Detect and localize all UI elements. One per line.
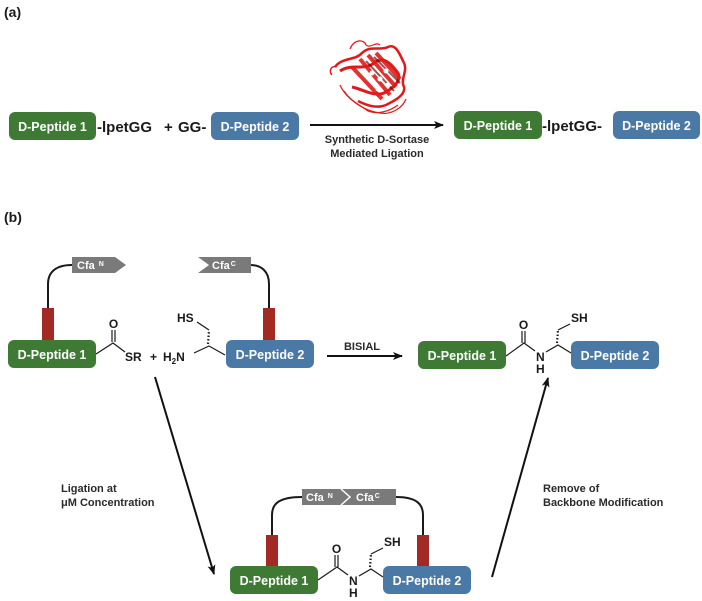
reactant2: H2N HS D-Peptide 2 CfaC [163, 257, 314, 368]
peptide2-box [211, 112, 299, 140]
panel-a-reactant-peptide1: D-Peptide 1 [9, 112, 96, 140]
tag-bar-2 [263, 308, 275, 340]
int-peptide1-box [230, 566, 318, 594]
product-peptide2-label: D-Peptide 2 [622, 119, 691, 133]
ligation-diagonal-arrow [154, 376, 216, 575]
int-peptide2-box [383, 566, 471, 594]
int-cfa-c-label: CfaC [356, 492, 380, 504]
int-carbonyl [334, 555, 339, 567]
reactant2-peptide-box [226, 340, 314, 368]
int-peptide1-label: D-Peptide 1 [240, 574, 309, 588]
panel-a-reactant-peptide2: D-Peptide 2 [211, 112, 299, 140]
peptide2-label: D-Peptide 2 [221, 120, 290, 134]
product-peptide1-box [454, 111, 542, 139]
linker-2 [249, 264, 270, 308]
amide-bond [505, 342, 536, 357]
reactant2-peptide-label: D-Peptide 2 [236, 348, 305, 362]
reactant1-peptide-box [8, 340, 96, 368]
cfa-n-tag [72, 257, 126, 273]
panel-a-label: (a) [4, 4, 21, 20]
int-peptide2-label: D-Peptide 2 [393, 574, 462, 588]
hashed-wedge [206, 329, 211, 345]
int-tag-bar-1 [266, 535, 278, 569]
int-cfa-n-tag [302, 489, 350, 505]
plus-sign: + [164, 119, 173, 136]
product-hashed-wedge [555, 329, 560, 344]
int-alpha-bonds [358, 568, 384, 578]
protein-ribbon-icon [329, 40, 407, 114]
left-arrow-line1: Ligation at [61, 483, 117, 495]
product-peptide2-box [613, 111, 700, 139]
gg-motif: GG- [178, 119, 206, 136]
reactant1-peptide-label: D-Peptide 1 [18, 348, 87, 362]
product-ch2-bond [557, 323, 571, 331]
atom-o: O [109, 317, 118, 331]
product-peptide2-label-b: D-Peptide 2 [581, 349, 650, 363]
product-peptide2-box-b [571, 341, 659, 369]
bisial-label: BISIAL [344, 341, 380, 353]
panel-b-label: (b) [4, 209, 22, 225]
cfa-c-tag [198, 257, 251, 273]
carbonyl-double-bond [111, 330, 116, 342]
int-linker-2 [395, 496, 424, 535]
panel-a-product-peptide1: D-Peptide 1 [454, 111, 542, 139]
product-alpha-bonds [545, 344, 572, 354]
int-atom-sh: SH [384, 535, 401, 549]
product-atom-n: N [536, 350, 545, 364]
ch2-bond [196, 321, 210, 331]
int-linker-1 [271, 496, 303, 535]
peptide1-box [9, 112, 96, 140]
int-tag-bar-2 [417, 535, 429, 569]
product-peptide1-label-b: D-Peptide 1 [428, 349, 497, 363]
arrow-caption-line2: Mediated Ligation [330, 148, 424, 160]
alpha-carbon-bonds [193, 345, 226, 356]
int-amide-bond [317, 566, 349, 581]
product-peptide1-box-b [418, 341, 506, 369]
int-hashed-wedge [368, 553, 373, 568]
product-peptide1-label: D-Peptide 1 [464, 119, 533, 133]
tag-bar-1 [42, 308, 54, 340]
atom-sr: SR [125, 350, 142, 364]
lpetgg-motif: -lpetGG [97, 119, 152, 136]
product-linker: -lpetGG- [542, 118, 602, 135]
product-atom-sh: SH [571, 311, 588, 325]
int-atom-h: H [349, 586, 358, 600]
cfa-c-label: CfaC [212, 260, 236, 272]
linker-1 [47, 264, 73, 308]
left-arrow-line2: μM Concentration [61, 497, 155, 509]
right-arrow-line2: Backbone Modification [543, 497, 664, 509]
arrow-caption-line1: Synthetic D-Sortase [325, 134, 430, 146]
amide-carbonyl [521, 331, 526, 343]
atom-h2n: H2N [163, 350, 185, 366]
product-atom-o: O [519, 318, 528, 332]
thioester-bond [95, 342, 126, 355]
product-atom-h: H [536, 362, 545, 376]
plus-sign-b: + [150, 350, 157, 364]
removal-diagonal-arrow [491, 377, 550, 578]
int-cfa-c-tag [341, 489, 396, 505]
panel-a-product-peptide2: D-Peptide 2 [613, 111, 700, 139]
int-ch2-bond [370, 547, 384, 555]
peptide1-label: D-Peptide 1 [18, 120, 87, 134]
int-atom-n: N [349, 574, 358, 588]
int-atom-o: O [332, 542, 341, 556]
product-b: D-Peptide 1 O N H SH D-Peptide 2 [418, 311, 659, 376]
right-arrow-line1: Remove of [543, 483, 600, 495]
atom-hs: HS [177, 311, 194, 325]
